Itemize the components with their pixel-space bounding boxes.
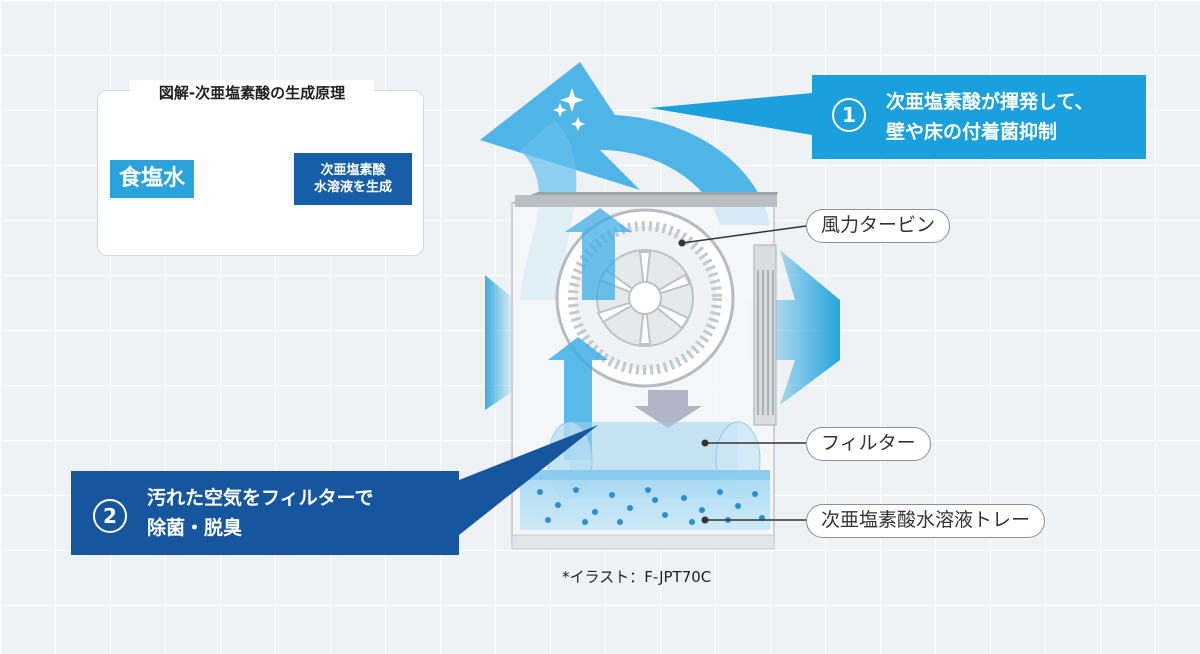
- callout-1-number: 1: [832, 98, 866, 132]
- turbine-label: 風力タービン: [806, 209, 951, 243]
- callout-1: 次亜塩素酸が揮発して、 壁や床の付着菌抑制: [812, 75, 1146, 159]
- sparkle-icon: [553, 88, 585, 131]
- callout2-pointer: [459, 425, 598, 535]
- callout-2: 汚れた空気をフィルターで 除菌・脱臭: [71, 471, 459, 555]
- down-arrow: [634, 390, 702, 428]
- callout-1-line2: 壁や床の付着菌抑制: [886, 121, 1058, 143]
- airflow-right-arrow: [745, 250, 840, 405]
- callout-2-line1: 汚れた空気をフィルターで: [147, 487, 374, 509]
- inner-up-arrow-1: [548, 337, 608, 460]
- salt-water-label: 食塩水: [110, 160, 194, 198]
- callout-2-number: 2: [93, 499, 127, 533]
- callout-2-line2: 除菌・脱臭: [147, 517, 243, 539]
- electrolysis-label: 電気分解: [209, 170, 262, 185]
- illustration-caption: *イラスト：F-JPT70C: [562, 568, 712, 586]
- callout1-pointer: [650, 93, 812, 135]
- product-box: 次亜塩素酸 水溶液を生成: [294, 153, 412, 205]
- tray-label: 次亜塩素酸水溶液トレー: [806, 504, 1046, 538]
- filter-label: フィルター: [806, 427, 931, 461]
- callout-1-line1: 次亜塩素酸が揮発して、: [886, 91, 1094, 113]
- airflow-top-arrow: [480, 62, 770, 225]
- product-line2: 水溶液を生成: [313, 180, 392, 195]
- product-line1: 次亜塩素酸: [320, 163, 386, 178]
- airflow-left: [485, 275, 515, 410]
- inner-up-arrow-2: [565, 208, 632, 300]
- inset-title: 図解-次亜塩素酸の生成原理: [130, 80, 374, 106]
- tray-graphic: [520, 470, 770, 530]
